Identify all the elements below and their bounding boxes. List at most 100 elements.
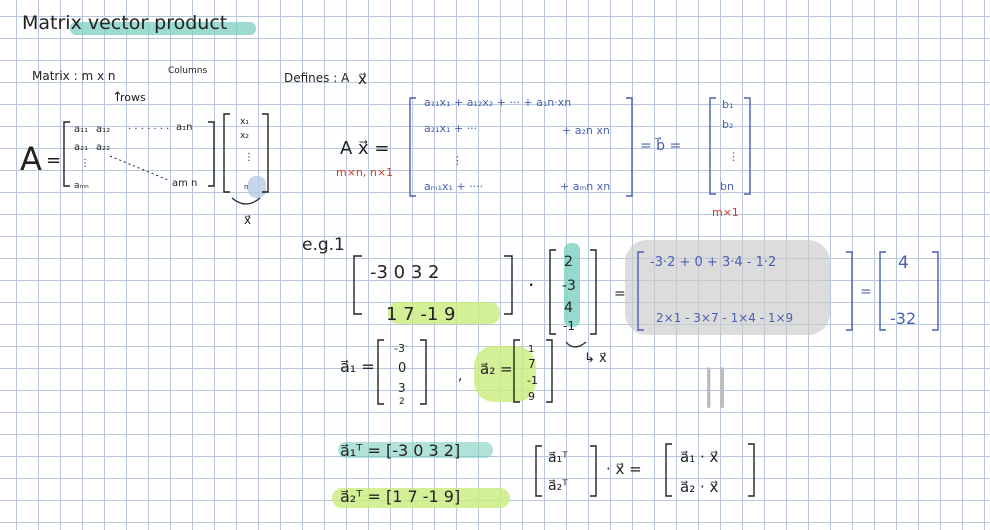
- dots-right-bracket: [748, 443, 755, 497]
- b2: b₂: [722, 118, 733, 131]
- matrix-equals: =: [46, 150, 61, 171]
- ex-matrix-row2: 1 7 -1 9: [386, 304, 455, 325]
- defines-left-bracket: [409, 97, 416, 197]
- page-title: Matrix vector product: [22, 12, 227, 34]
- a2-2: -1: [527, 374, 538, 387]
- b1: b₁: [722, 98, 733, 111]
- defines-eq-b: = b⃗ =: [640, 136, 681, 154]
- defines-vec: x⃗: [358, 70, 367, 88]
- ex-matrix-row1: -3 0 3 2: [370, 262, 439, 283]
- ex-vec-left-bracket: [549, 249, 556, 335]
- defines-rowm-a: aₘ₁x₁ + ····: [424, 180, 483, 193]
- a1-1: 0: [398, 361, 406, 376]
- res-eq2: =: [860, 284, 872, 300]
- bn: bn: [720, 180, 734, 193]
- xvec-brace: [231, 197, 261, 205]
- entry-a22: a₂₂: [96, 142, 110, 153]
- xvec-right-bracket: [262, 113, 269, 193]
- entry-a11: a₁₁: [74, 124, 88, 135]
- defines-dots: ⋮: [452, 154, 463, 167]
- stackT-left-bracket: [535, 445, 542, 497]
- entry-a21: a₂₁: [74, 142, 88, 153]
- xvec-x2: x₂: [240, 131, 249, 141]
- rows-note: rows: [120, 91, 146, 104]
- ex-vec-0: 2: [564, 254, 573, 270]
- times-x: · x⃗ =: [606, 460, 642, 478]
- b-dims: m×1: [712, 206, 739, 219]
- ex-matrix-left-bracket: [353, 255, 362, 315]
- a2-highlight: [474, 346, 536, 402]
- entry-amn: am n: [172, 178, 197, 189]
- a1-3: 2: [399, 397, 405, 407]
- a1-2: 3: [398, 381, 406, 395]
- out-1: 4: [898, 253, 909, 273]
- res-row1: -3·2 + 0 + 3·4 - 1·2: [650, 255, 776, 270]
- defines-dims: m×n, n×1: [336, 166, 393, 179]
- entry-a12: a₁₂: [96, 124, 110, 135]
- a1-0: -3: [394, 342, 405, 355]
- dot-row1: a⃗₁ · x⃗: [680, 448, 719, 466]
- dot-row2: a⃗₂ · x⃗: [680, 478, 719, 496]
- arrow-x-label: ↳ x⃗: [584, 351, 607, 366]
- ex-matrix-right-bracket: [504, 255, 513, 315]
- ex-vec-3: -1: [563, 319, 575, 333]
- b-right-bracket: [744, 97, 751, 195]
- a2T-row: a⃗₂ᵀ = [1 7 -1 9]: [340, 487, 460, 506]
- a1-right-bracket: [420, 339, 427, 405]
- columns-note: Columns: [168, 66, 207, 76]
- xvec-x1: x₁: [240, 117, 249, 127]
- b-left-bracket: [709, 97, 716, 195]
- b-dots: ⋮: [728, 150, 739, 163]
- vec-brace: [565, 341, 587, 348]
- xvec-dots: ⋮: [244, 152, 254, 163]
- equivalence-marks: ||: [702, 362, 729, 408]
- xvec-label: x⃗: [244, 213, 251, 227]
- matrix-A-symbol: A: [20, 140, 42, 178]
- a1T-row: a⃗₁ᵀ = [-3 0 3 2]: [340, 441, 460, 460]
- defines-label: Defines : A: [284, 71, 350, 85]
- vector-highlight: [564, 243, 580, 327]
- res-left-bracket: [637, 251, 644, 331]
- defines-row1: a₁₁x₁ + a₁₂x₂ + ··· + a₁n·xn: [424, 96, 571, 109]
- ex-vec-2: 4: [564, 300, 573, 316]
- a2-1: 7: [528, 357, 536, 371]
- col-dots: ⋮: [80, 158, 90, 169]
- xn-highlight: [248, 176, 266, 198]
- xvec-left-bracket: [223, 113, 230, 193]
- ex-vec-right-bracket: [590, 249, 597, 335]
- a2-right-bracket: [546, 339, 553, 403]
- stackT-2: a⃗₂ᵀ: [548, 478, 568, 494]
- matrix-left-bracket: [63, 121, 70, 187]
- title-highlight: [70, 22, 256, 35]
- a1-left-bracket: [377, 339, 384, 405]
- entry-am1: aₘₙ: [74, 181, 89, 191]
- defines-row2b: + a₂n xn: [562, 124, 610, 137]
- diagonal-dots: [109, 155, 169, 181]
- a2-label: a⃗₂ =: [480, 360, 513, 378]
- stackT-1: a⃗₁ᵀ: [548, 450, 568, 466]
- ex-vec-1: -3: [562, 278, 576, 294]
- out-right-bracket: [932, 251, 939, 331]
- a2-0: 1: [528, 344, 534, 355]
- out-2: -32: [890, 309, 916, 328]
- defines-lhs: A x⃗ =: [340, 138, 390, 159]
- ex-eq: =: [614, 286, 626, 302]
- a2-left-bracket: [513, 339, 520, 403]
- row-dots: · · · · · · ·: [128, 124, 169, 135]
- rows-arrow-icon: ↑: [112, 90, 123, 105]
- defines-rowm-b: + aₘn xn: [560, 180, 610, 193]
- row2-highlight: [388, 302, 500, 324]
- example-label: e.g.1: [302, 235, 345, 255]
- defines-right-bracket: [626, 97, 633, 197]
- stackT-right-bracket: [590, 445, 597, 497]
- defines-row2a: a₂₁x₁ + ···: [424, 122, 477, 135]
- a1T-highlight: [338, 442, 493, 458]
- matrix-right-bracket: [208, 121, 215, 187]
- ex-dot: ·: [528, 273, 534, 297]
- a2-3: 9: [528, 390, 535, 403]
- dots-left-bracket: [665, 443, 672, 497]
- out-left-bracket: [879, 251, 886, 331]
- a1-label: a⃗₁ =: [340, 357, 375, 376]
- res-right-bracket: [846, 251, 853, 331]
